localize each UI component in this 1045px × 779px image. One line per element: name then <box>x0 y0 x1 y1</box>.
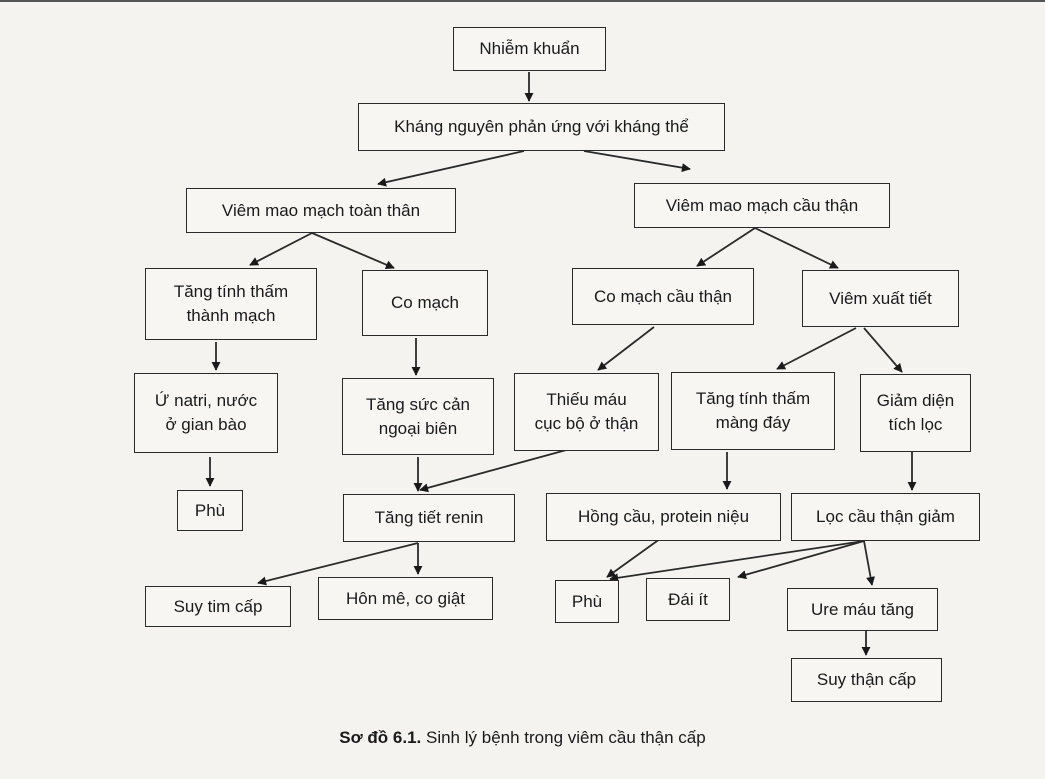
node-nhiem-khuan: Nhiễm khuẩn <box>453 27 606 71</box>
node-co-mach: Co mạch <box>362 270 488 336</box>
node-tang-tiet-renin: Tăng tiết renin <box>343 494 515 542</box>
node-u-natri-nuoc: Ứ natri, nước ở gian bào <box>134 373 278 453</box>
arrow-n2-to-n4 <box>583 150 691 173</box>
node-loc-cau-than-giam: Lọc cầu thận giảm <box>791 493 980 541</box>
node-hon-me-co-giat: Hôn mê, co giật <box>318 577 493 620</box>
arrow-n15-to-n18 <box>257 542 419 586</box>
top-border-line <box>0 0 1045 2</box>
node-dai-it: Đái ít <box>646 578 730 621</box>
arrow-n7-to-n11 <box>597 326 655 371</box>
arrow-n16-to-n20 <box>606 535 665 578</box>
node-khang-nguyen-phan-ung: Kháng nguyên phản ứng với kháng thể <box>358 103 725 151</box>
node-giam-dien-tich-loc: Giảm diện tích lọc <box>860 374 971 452</box>
arrow-n3-to-n6 <box>311 232 395 269</box>
node-tang-tinh-tham-mang-day: Tăng tính thấm màng đáy <box>671 372 835 450</box>
node-ure-mau-tang: Ure máu tăng <box>787 588 938 631</box>
node-phu-right: Phù <box>555 580 619 623</box>
figure-caption: Sơ đồ 6.1. Sinh lý bệnh trong viêm cầu t… <box>0 728 1045 748</box>
arrow-n4-to-n7 <box>696 227 756 267</box>
arrow-n17-to-n21 <box>737 540 865 580</box>
node-co-mach-cau-than: Co mạch cầu thận <box>572 268 754 325</box>
arrow-n2-to-n3 <box>377 150 525 187</box>
node-tang-tinh-tham-thanh-mach: Tăng tính thấm thành mạch <box>145 268 317 340</box>
arrow-n8-to-n13 <box>863 327 903 373</box>
node-suy-than-cap: Suy thận cấp <box>791 658 942 702</box>
node-viem-mao-mach-cau-than: Viêm mao mạch cầu thận <box>634 183 890 228</box>
node-viem-xuat-tiet: Viêm xuất tiết <box>802 270 959 327</box>
node-suy-tim-cap: Suy tim cấp <box>145 586 291 627</box>
node-viem-mao-mach-toan-than: Viêm mao mạch toàn thân <box>186 188 456 233</box>
arrow-n8-to-n12 <box>776 327 857 370</box>
node-phu-left: Phù <box>177 490 243 531</box>
node-tang-suc-can-ngoai-bien: Tăng sức cản ngoại biên <box>342 378 494 455</box>
arrow-n17-to-n22 <box>863 540 875 586</box>
arrow-n4-to-n8 <box>754 227 839 269</box>
arrow-n3-to-n5 <box>249 232 313 266</box>
caption-number: Sơ đồ 6.1. <box>339 728 422 747</box>
node-thieu-mau-cuc-bo: Thiếu máu cục bộ ở thận <box>514 373 659 451</box>
arrow-n17-to-n20 <box>609 540 865 583</box>
arrow-n11-to-n15 <box>419 448 571 493</box>
caption-text: Sinh lý bệnh trong viêm cầu thận cấp <box>421 728 706 747</box>
node-hong-cau-protein-nieu: Hồng cầu, protein niệu <box>546 493 781 541</box>
